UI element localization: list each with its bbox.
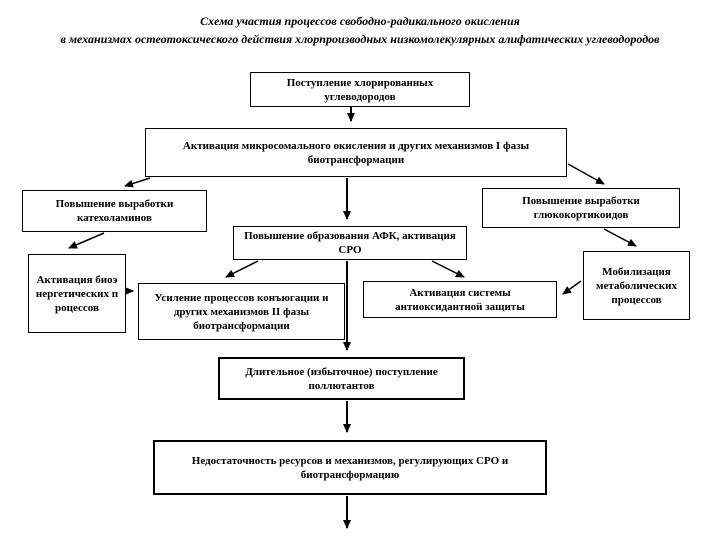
node-pollutants-intake: Длительное (избыточное) поступление полл…: [218, 357, 465, 400]
node-chlorinated-hydrocarbons-intake: Поступление хлорированных углеводородов: [250, 72, 470, 107]
node-conjugation-phase2: Усиление процессов конъюгации и других м…: [138, 283, 345, 340]
arrow-afk-to-phase2: [225, 260, 259, 278]
arrow-afk-to-antioxidant: [431, 260, 465, 278]
node-bioenergetic-processes: Активация биоэнергетических процессов: [28, 254, 126, 333]
arrow-glucocorticoids-to-mobilization: [603, 228, 637, 247]
arrow-catecholamines-to-bioenergetic: [68, 232, 105, 249]
node-microsomal-oxidation-phase1: Активация микросомального окисления и др…: [145, 128, 567, 177]
arrow-phase1-to-glucocorticoids: [567, 163, 605, 185]
diagram-title: Схема участия процессов свободно-радикал…: [0, 12, 720, 48]
arrow-phase1-to-catecholamines: [124, 177, 151, 188]
node-resource-insufficiency: Недостаточность ресурсов и механизмов, р…: [153, 440, 547, 495]
node-catecholamines-output: Повышение выработки катехоламинов: [22, 190, 207, 232]
diagram-title-line2: в механизмах остеотоксического действия …: [60, 32, 660, 46]
node-antioxidant-defense: Активация системы антиоксидантной защиты: [363, 281, 557, 318]
diagram-title-line1: Схема участия процессов свободно-радикал…: [200, 14, 520, 28]
node-glucocorticoids-output: Повышение выработки глюкокортикоидов: [482, 188, 680, 228]
node-afk-sro-activation: Повышение образования АФК, активация СРО: [233, 226, 467, 260]
arrow-mobilization-to-antioxidant: [562, 280, 582, 295]
node-metabolic-mobilization: Мобилизация метаболических процессов: [583, 251, 690, 320]
